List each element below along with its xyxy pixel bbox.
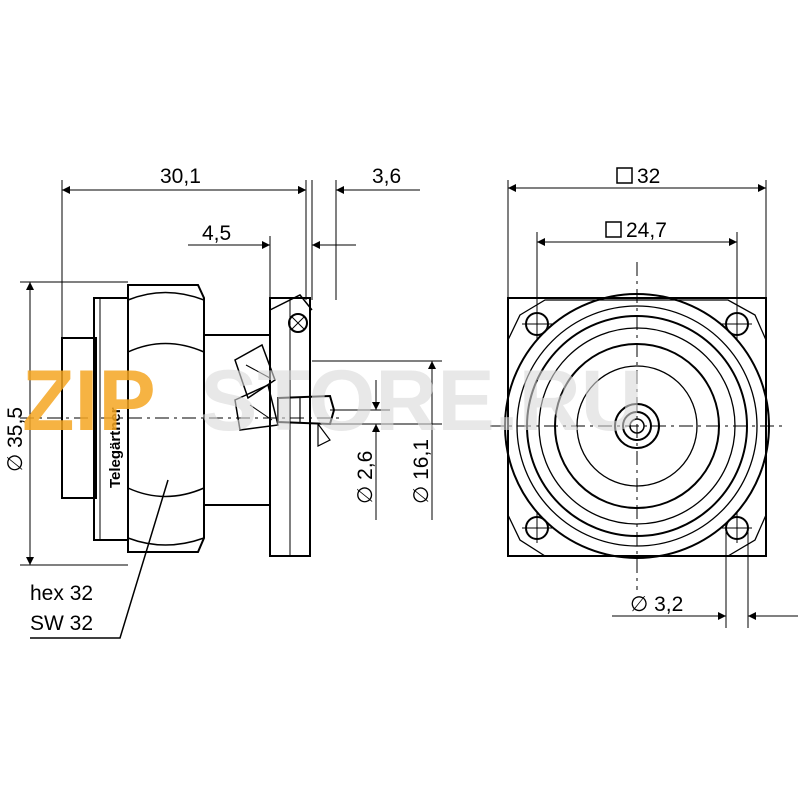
brand-text: Telegärtner xyxy=(107,407,124,488)
dim-label-3-6: 3,6 xyxy=(372,165,401,188)
dim-label-square-32: 32 xyxy=(637,165,660,188)
square-symbol xyxy=(616,167,633,184)
callout-sw: SW 32 xyxy=(30,612,93,635)
mounting-hole xyxy=(522,513,552,543)
front-view xyxy=(490,262,785,590)
dimension-lines xyxy=(20,180,798,628)
dim-label-diameter-3-2: ∅ 3,2 xyxy=(630,593,683,616)
dim-label-diameter-2-6: ∅ 2,6 xyxy=(354,451,377,504)
watermark-part-2: STORE.RU xyxy=(200,353,643,449)
side-view xyxy=(20,284,340,639)
dim-label-4-5: 4,5 xyxy=(202,222,231,245)
dim-label-30-1: 30,1 xyxy=(160,165,201,188)
dim-label-square-24-7: 24,7 xyxy=(626,219,667,242)
callout-hex: hex 32 xyxy=(30,582,93,605)
watermark-part-1: ZIP xyxy=(22,353,156,449)
dim-label-diameter-35-5: ∅ 35,5 xyxy=(4,407,27,472)
square-symbol xyxy=(605,221,622,238)
watermark: ZIP STORE.RU xyxy=(22,353,643,449)
dim-label-diameter-16-1: ∅ 16,1 xyxy=(410,439,433,504)
